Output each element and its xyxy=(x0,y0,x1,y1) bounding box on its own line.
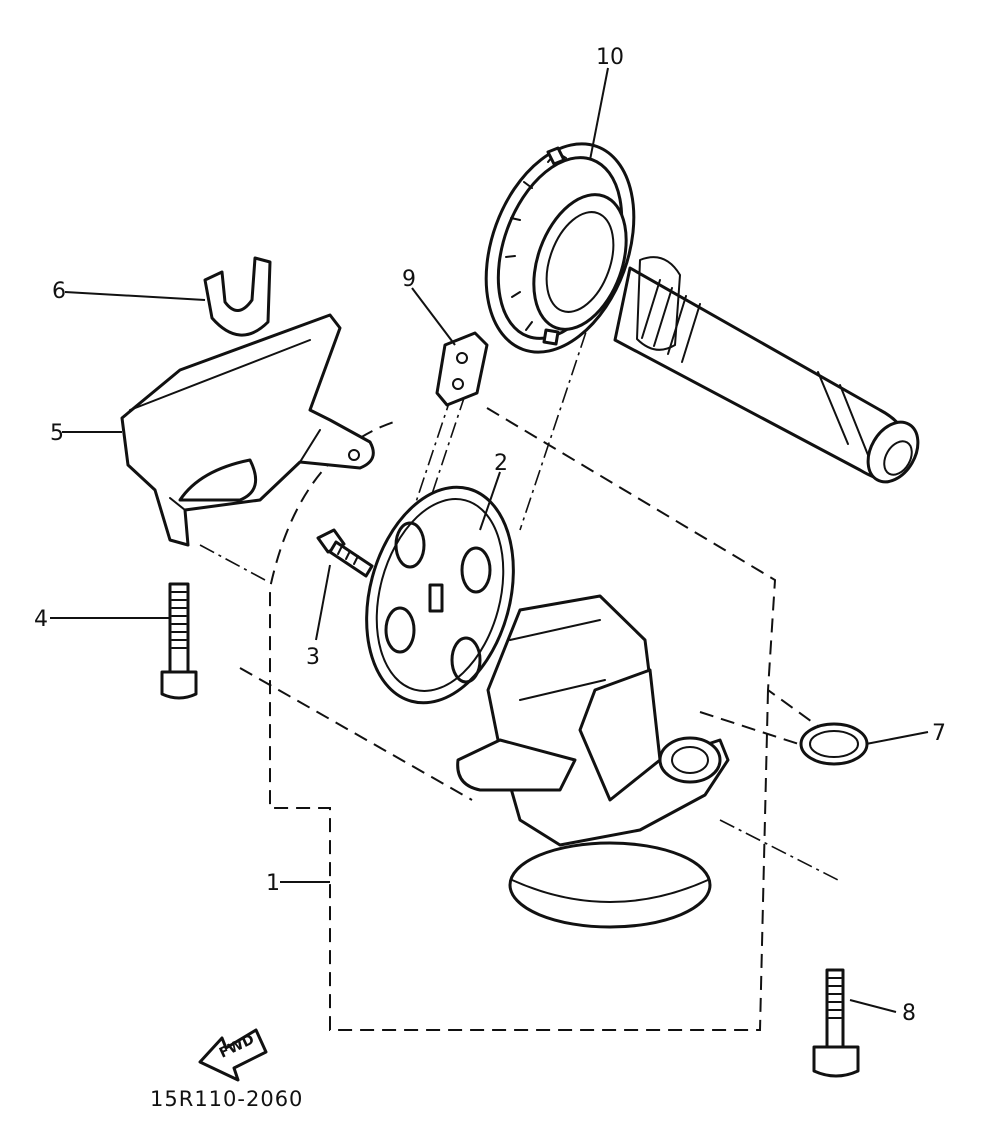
screw-part-3 xyxy=(316,528,374,578)
oil-pump-body xyxy=(456,594,730,929)
leader-lines xyxy=(50,67,929,1013)
callout-8: 8 xyxy=(902,1001,916,1026)
bracket-part-5 xyxy=(120,313,375,547)
callout-9: 9 xyxy=(402,267,416,292)
drawing-code: 15R110-2060 xyxy=(150,1087,303,1111)
callout-4: 4 xyxy=(34,607,48,632)
bolt-part-8 xyxy=(812,968,860,1078)
callout-10: 10 xyxy=(596,45,624,70)
drive-gear-part-10 xyxy=(484,142,636,354)
callout-6: 6 xyxy=(52,279,66,304)
fwd-direction-arrow: FWD xyxy=(198,1028,268,1082)
callout-2: 2 xyxy=(494,451,508,476)
assembly-boundary-part-1 xyxy=(239,407,849,1031)
sprocket-part-2 xyxy=(365,485,515,705)
clip-part-9 xyxy=(435,331,489,407)
callout-1: 1 xyxy=(266,871,280,896)
u-clip-part-6 xyxy=(203,256,272,337)
callout-7: 7 xyxy=(932,721,946,746)
callout-3: 3 xyxy=(306,645,320,670)
o-ring-part-7 xyxy=(799,722,869,766)
callout-5: 5 xyxy=(50,421,64,446)
gear-shaft xyxy=(613,256,920,484)
bolt-part-4 xyxy=(160,582,198,700)
